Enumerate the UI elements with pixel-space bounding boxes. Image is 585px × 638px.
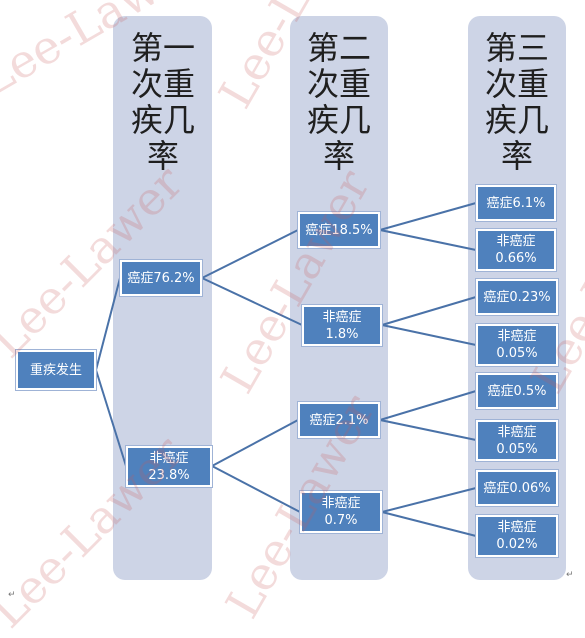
node-l3-ab-noncancer: 非癌症 0.05% xyxy=(476,324,558,366)
edge-l1-cancer-to-l2-a-cancer xyxy=(201,229,299,279)
node-l1-noncancer: 非癌症 23.8% xyxy=(126,446,212,487)
column-header-first: 第一次重疾几率 xyxy=(130,29,195,175)
node-l2-a-cancer: 癌症18.5% xyxy=(298,212,380,248)
node-l3-aa-noncancer: 非癌症 0.66% xyxy=(476,229,556,271)
node-l2-a-noncancer: 非癌症 1.8% xyxy=(302,305,382,346)
edge-l1-noncancer-to-l2-b-cancer xyxy=(211,419,299,467)
edge-l1-noncancer-to-l2-b-noncancer xyxy=(211,465,301,513)
node-l3-ba-cancer: 癌症0.5% xyxy=(476,373,558,409)
node-l1-cancer: 癌症76.2% xyxy=(120,260,202,296)
node-l3-bb-noncancer: 非癌症 0.02% xyxy=(476,515,558,557)
edge-l2-b-noncancer-to-l3-bb-cancer xyxy=(381,487,477,513)
node-root-critical-illness: 重疾发生 xyxy=(16,350,96,390)
paragraph-mark: ↵ xyxy=(8,590,16,600)
edge-l2-a-noncancer-to-l3-ab-cancer xyxy=(381,296,477,326)
edge-l1-cancer-to-l2-a-noncancer xyxy=(201,277,303,326)
edge-l2-b-cancer-to-l3-ba-cancer xyxy=(379,390,477,421)
edge-root-to-l1-noncancer xyxy=(95,369,127,467)
node-l2-b-noncancer: 非癌症 0.7% xyxy=(300,491,382,533)
node-l3-bb-cancer: 癌症0.06% xyxy=(476,470,558,506)
column-header-third: 第三次重疾几率 xyxy=(484,29,549,175)
edge-root-to-l1-cancer xyxy=(95,277,121,371)
edge-l2-a-cancer-to-l3-aa-noncancer xyxy=(379,229,477,251)
tree-connectors xyxy=(95,202,477,537)
edge-l2-a-cancer-to-l3-aa-cancer xyxy=(379,202,477,231)
column-panel-2 xyxy=(290,16,388,580)
node-l3-ba-noncancer: 非癌症 0.05% xyxy=(476,420,558,461)
paragraph-mark: ↵ xyxy=(566,570,574,580)
node-l2-b-cancer: 癌症2.1% xyxy=(298,402,380,438)
node-l3-ab-cancer: 癌症0.23% xyxy=(476,279,558,315)
column-header-second: 第二次重疾几率 xyxy=(306,29,371,175)
edge-l2-a-noncancer-to-l3-ab-noncancer xyxy=(381,324,477,346)
edge-l2-b-noncancer-to-l3-bb-noncancer xyxy=(381,511,477,537)
edge-l2-b-cancer-to-l3-ba-noncancer xyxy=(379,419,477,441)
node-l3-aa-cancer: 癌症6.1% xyxy=(476,185,556,221)
